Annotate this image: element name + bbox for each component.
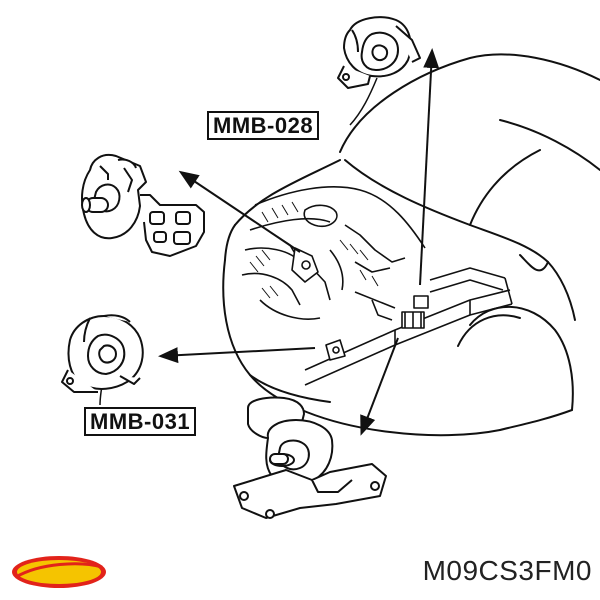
rbi-logo: [12, 556, 106, 588]
mount-left-upper: [81, 154, 205, 257]
part-label-mmb-031: MMB-031: [84, 407, 197, 436]
part-number: M09CS3FM0: [422, 555, 592, 586]
part-label-mmb-028: MMB-028: [207, 111, 320, 140]
mount-lower: [233, 396, 387, 519]
engine-bay-shading: [249, 201, 379, 299]
arrow-to-upper-mount: [419, 48, 440, 286]
mount-left: [61, 314, 144, 393]
arrow-to-lower-mount: [360, 337, 399, 436]
pointer-arrows: [158, 48, 440, 436]
mount-upper: [337, 16, 421, 89]
engine-compartment: [241, 186, 513, 386]
arrow-to-left-mount: [158, 347, 316, 364]
arrow-to-left-upper-mount: [178, 170, 301, 253]
